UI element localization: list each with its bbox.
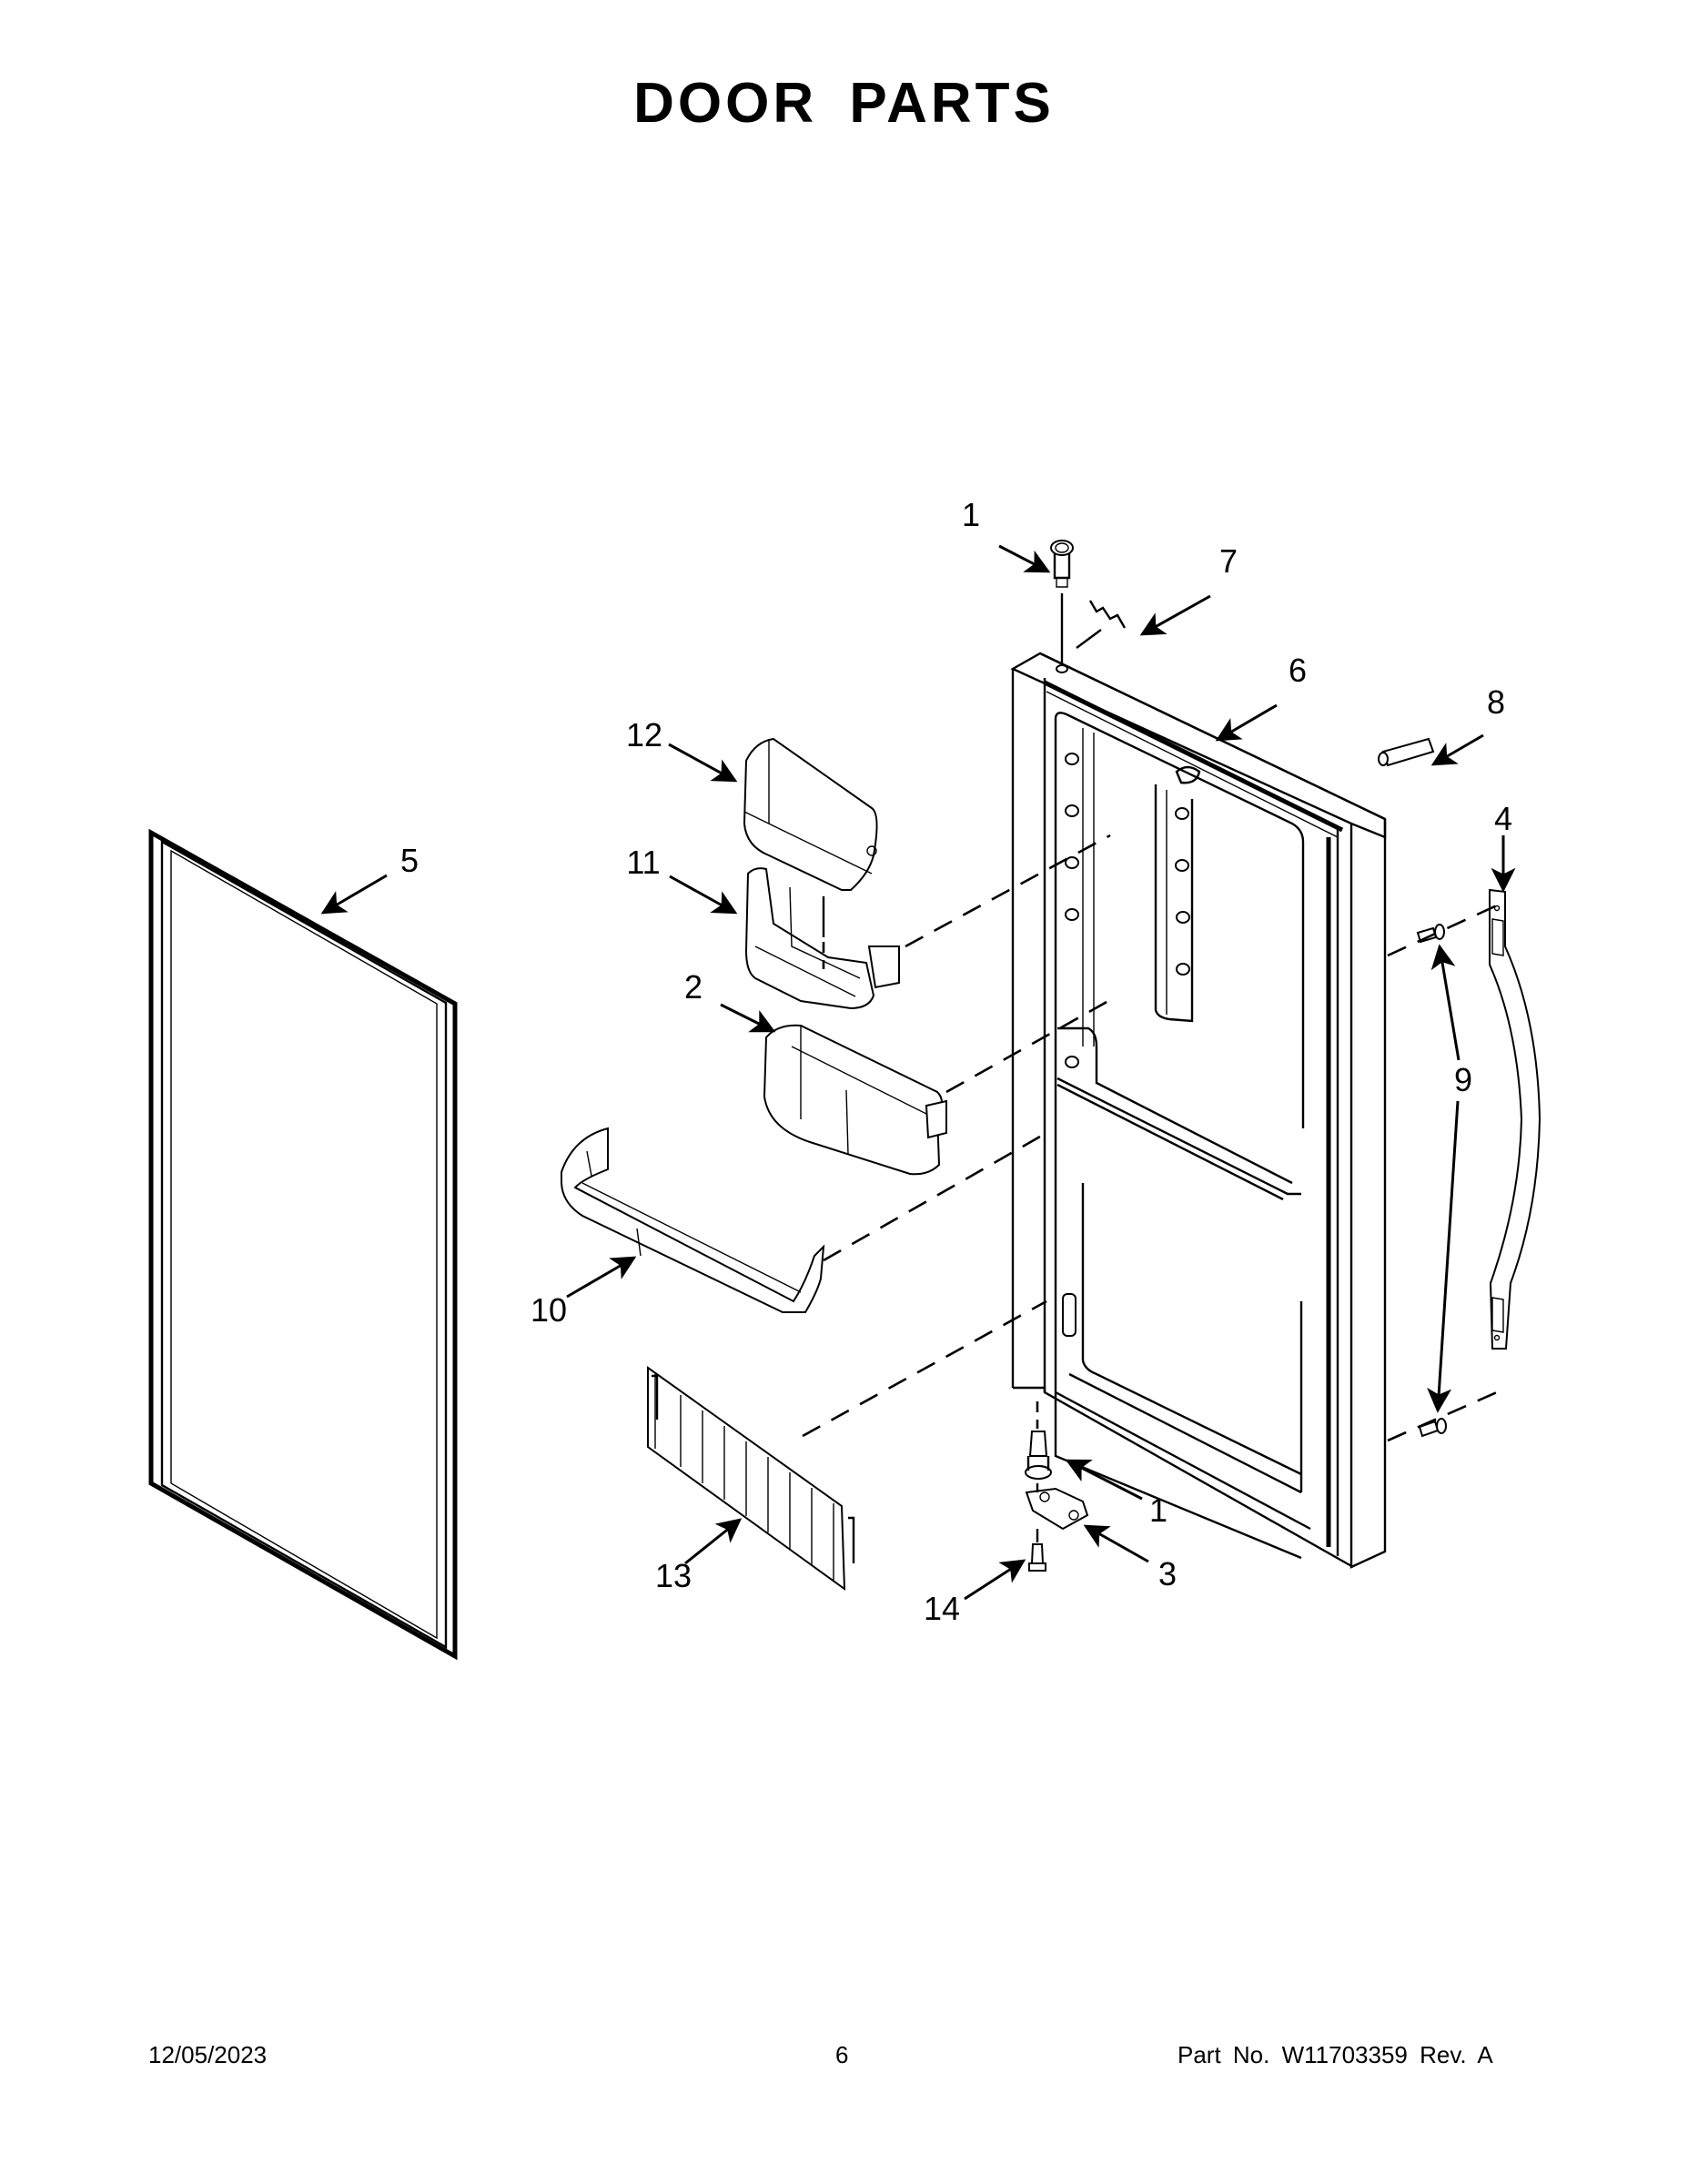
callout-3: 3	[1157, 1555, 1178, 1592]
dairy-bin	[744, 867, 900, 1010]
hinge-bushing-top	[1050, 540, 1074, 664]
callout-1-top: 1	[961, 496, 981, 533]
door-bin-large	[561, 1127, 825, 1313]
leader-arrows	[320, 544, 1516, 1601]
shelf-dimples	[1065, 753, 1190, 1068]
callout-8: 8	[1486, 683, 1506, 721]
callout-5: 5	[399, 842, 419, 879]
footer-date: 12/05/2023	[148, 2041, 268, 2068]
callout-13: 13	[654, 1557, 692, 1594]
callout-6: 6	[1288, 652, 1308, 689]
hinge-bushing-bottom	[1025, 1401, 1052, 1480]
footer-page-number: 6	[835, 2041, 849, 2068]
hinge-pin	[1378, 737, 1435, 767]
door-assembly	[1010, 652, 1387, 1569]
page-title: DOOR PARTS	[633, 72, 1055, 135]
wire-clip	[1076, 600, 1127, 649]
callout-11: 11	[626, 844, 661, 881]
screw	[1028, 1529, 1046, 1572]
bin-divider	[647, 1366, 855, 1592]
callout-1-bottom: 1	[1148, 1491, 1168, 1529]
callout-12: 12	[625, 716, 663, 753]
door-gasket	[148, 828, 458, 1661]
callout-14: 14	[923, 1590, 961, 1627]
hinge-bracket	[1025, 1483, 1089, 1531]
callout-2: 2	[683, 968, 703, 1006]
assembly-lines	[802, 834, 1498, 1442]
footer-part-number: Part No. W11703359 Rev. A	[1178, 2041, 1493, 2068]
callout-7: 7	[1218, 542, 1238, 580]
door-handle	[1489, 888, 1541, 1350]
door-bin	[763, 1024, 947, 1176]
handle-screw-bottom	[1418, 1418, 1447, 1438]
callout-10: 10	[530, 1291, 568, 1329]
callout-4: 4	[1493, 800, 1513, 837]
callout-9: 9	[1453, 1061, 1473, 1098]
dairy-cover	[743, 737, 878, 891]
